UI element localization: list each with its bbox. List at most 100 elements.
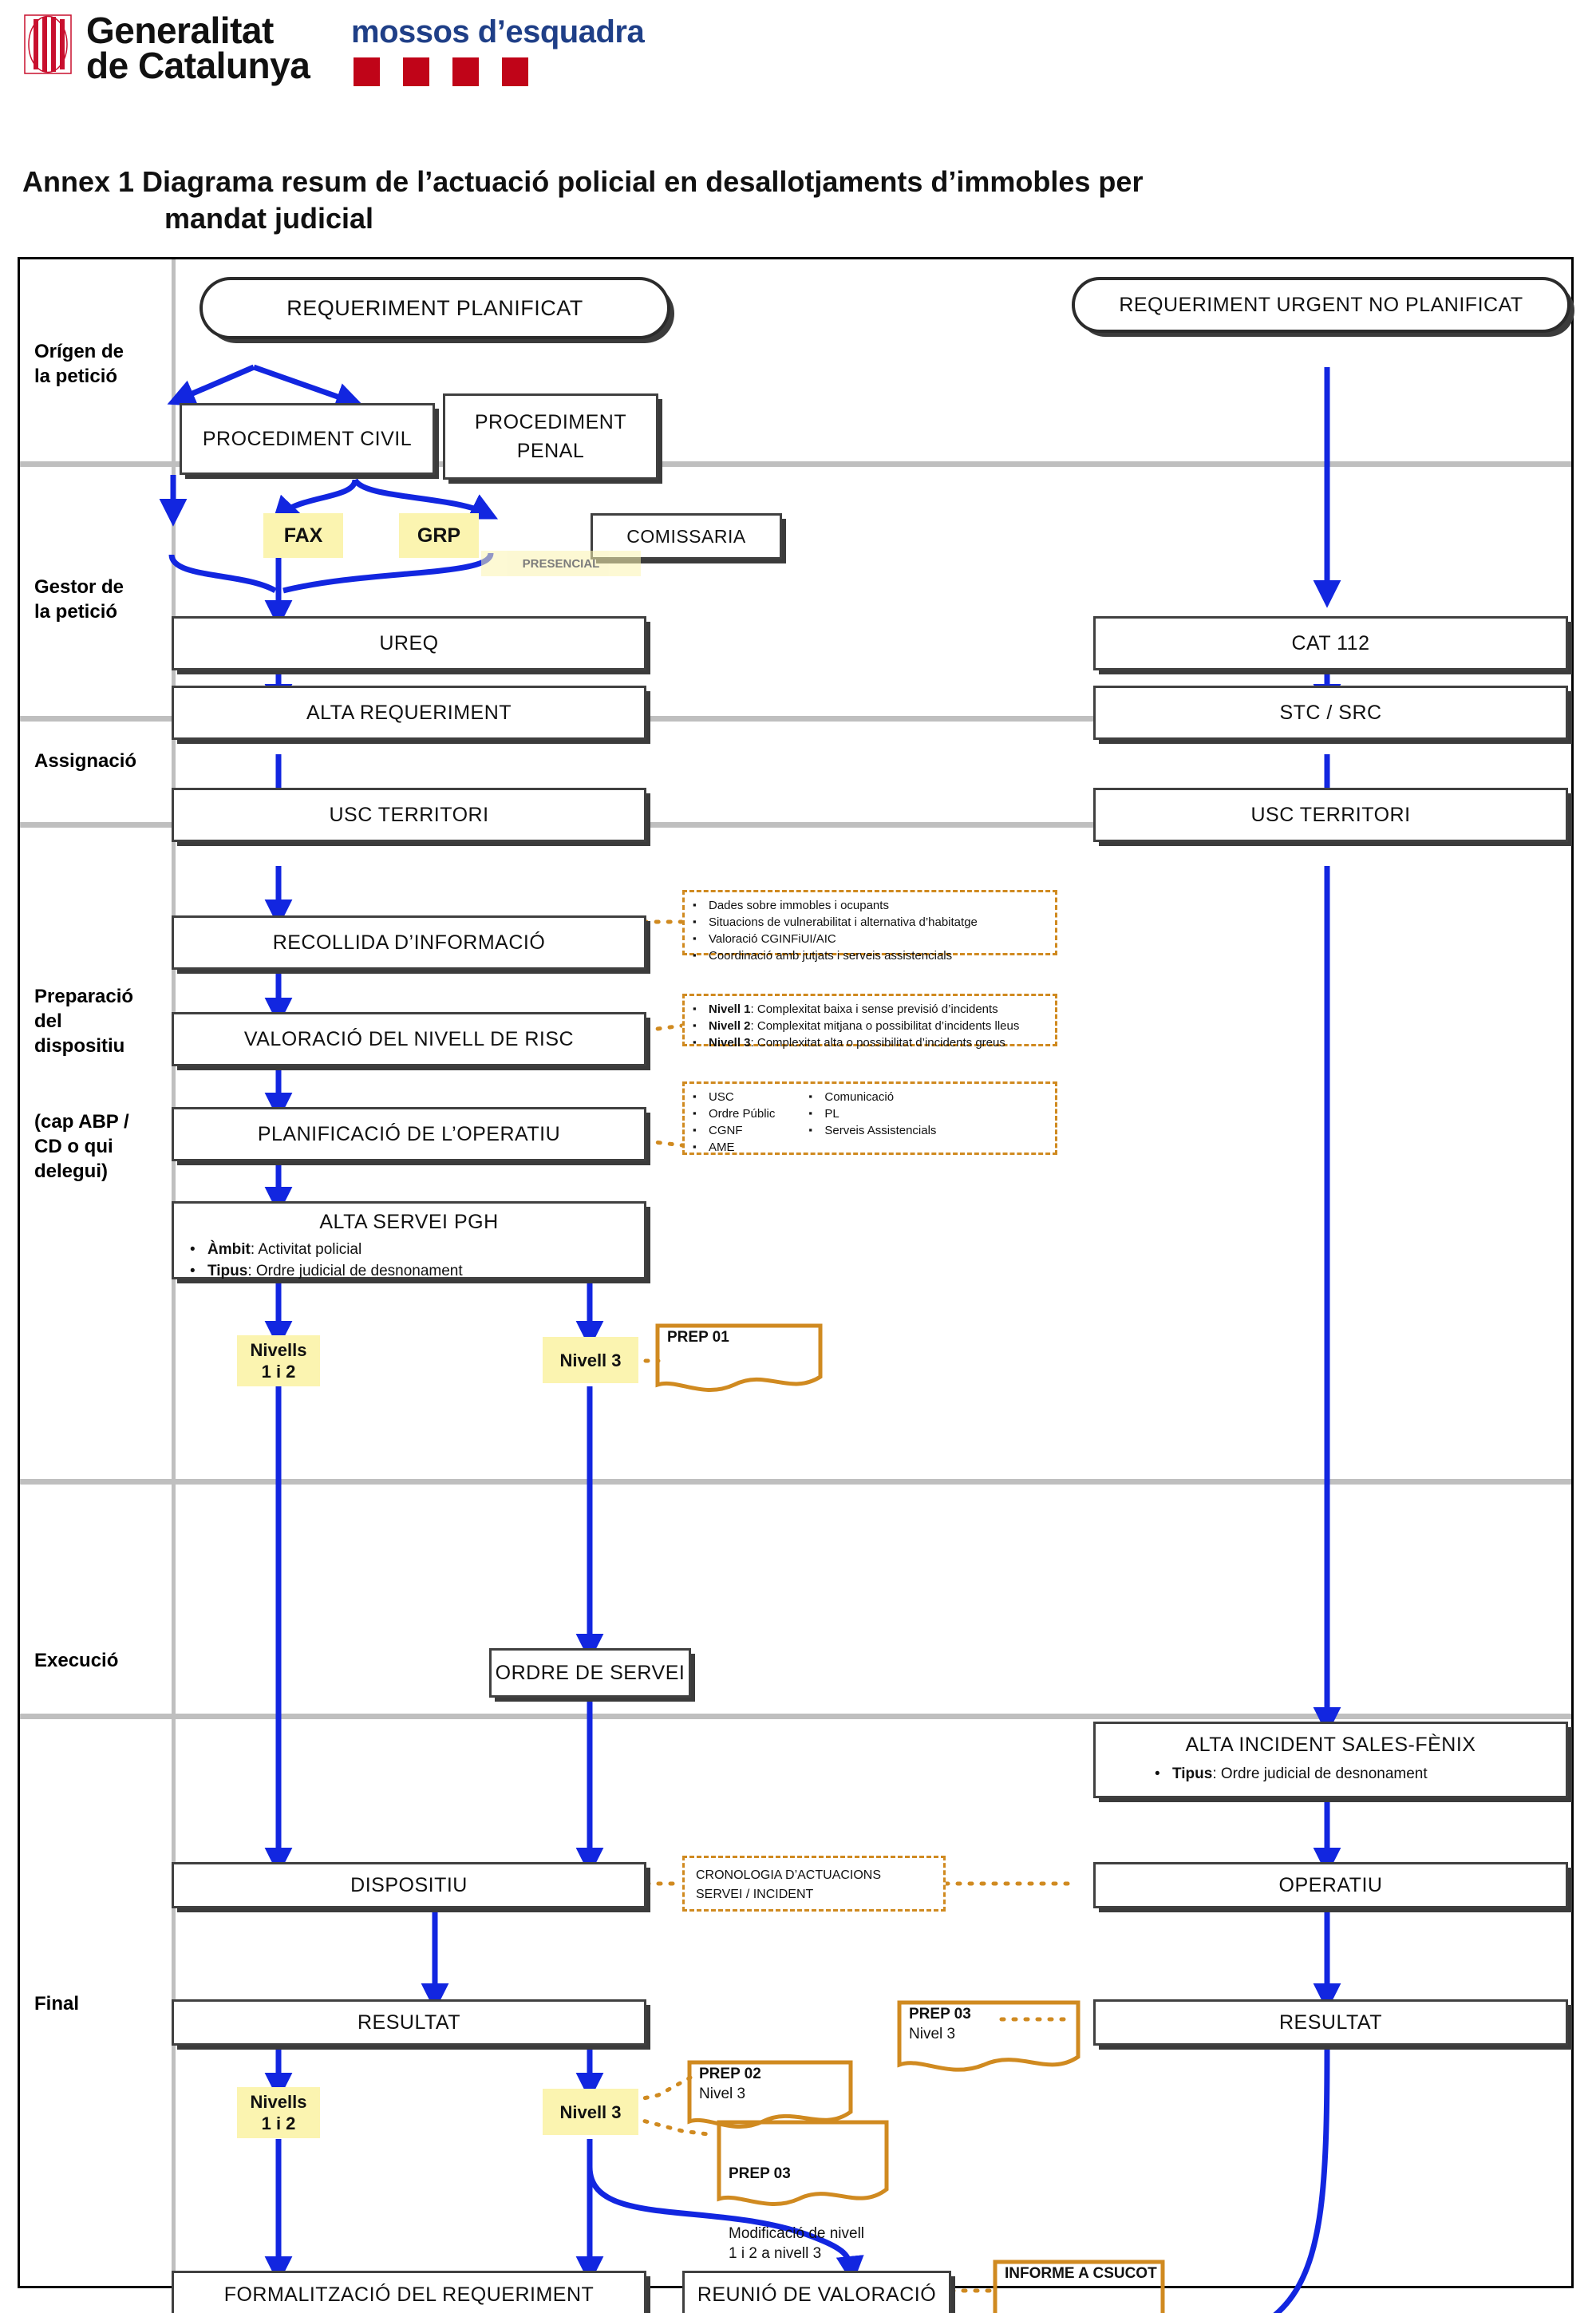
alta-servei-pgh-bullet-tipus: Tipus: Ordre judicial de desnonament bbox=[207, 1260, 644, 1282]
note-planificacio-c1-4: AME bbox=[693, 1138, 775, 1156]
node-nivells-1i2-a-label: Nivells 1 i 2 bbox=[250, 1340, 307, 1382]
node-recollida-informacio[interactable]: RECOLLIDA D’INFORMACIÓ bbox=[172, 915, 646, 970]
node-nivells-1i2-a: Nivells 1 i 2 bbox=[237, 1335, 320, 1386]
node-reunio-valoracio-label: REUNIÓ DE VALORACIÓ bbox=[697, 2283, 937, 2306]
node-formalitzacio-requeriment[interactable]: FORMALITZACIÓ DEL REQUERIMENT bbox=[172, 2271, 646, 2313]
node-comissaria-label: COMISSARIA bbox=[626, 525, 746, 547]
node-nivells-1i2-b-label: Nivells 1 i 2 bbox=[250, 2092, 307, 2133]
node-usc-territori-left-label: USC TERRITORI bbox=[329, 803, 489, 826]
node-ordre-de-servei-label: ORDRE DE SERVEI bbox=[495, 1661, 685, 1684]
note-prep-03-right-text: PREP 03 Nivel 3 bbox=[909, 2006, 971, 2042]
node-cat-112[interactable]: CAT 112 bbox=[1093, 616, 1568, 670]
alta-incident-bullet-tipus: Tipus: Ordre judicial de desnonament bbox=[1172, 1763, 1566, 1785]
note-planificacio-c2-2: PL bbox=[808, 1105, 936, 1122]
lane-label-final: Final bbox=[34, 1993, 80, 2014]
note-cronologia-actuacions: CRONOLOGIA D’ACTUACIONS SERVEI / INCIDEN… bbox=[682, 1856, 946, 1912]
node-resultat-left[interactable]: RESULTAT bbox=[172, 1999, 646, 2046]
lane-label-preparacio: Preparació del dispositiu bbox=[34, 986, 134, 1057]
note-planificacio-c2-1: Comunicació bbox=[808, 1088, 936, 1105]
node-ordre-de-servei[interactable]: ORDRE DE SERVEI bbox=[489, 1648, 691, 1698]
note-prep-02-text: PREP 02 Nivel 3 bbox=[699, 2066, 761, 2102]
node-valoracio-nivell-risc-label: VALORACIÓ DEL NIVELL DE RISC bbox=[243, 1027, 575, 1050]
lane-divider-execucio bbox=[20, 1714, 1571, 1719]
note-informe-csucot-text: INFORME A CSUCOT bbox=[1005, 2265, 1157, 2282]
node-requeriment-planificat[interactable]: REQUERIMENT PLANIFICAT bbox=[200, 277, 670, 339]
node-alta-servei-pgh-label: ALTA SERVEI PGH bbox=[319, 1211, 499, 1233]
node-operatiu-label: OPERATIU bbox=[1278, 1873, 1383, 1896]
node-nivell-3-b: Nivell 3 bbox=[543, 2089, 638, 2135]
generalitat-line1: Generalitat bbox=[86, 10, 274, 51]
note-planificacio-c1-1: USC bbox=[693, 1088, 775, 1105]
node-procediment-civil[interactable]: PROCEDIMENT CIVIL bbox=[180, 403, 435, 475]
page-title-line2: mandat judicial bbox=[164, 202, 374, 235]
node-recollida-informacio-label: RECOLLIDA D’INFORMACIÓ bbox=[272, 931, 546, 954]
node-usc-territori-right-label: USC TERRITORI bbox=[1250, 803, 1411, 826]
page-header: Generalitat de Catalunya mossos d’esquad… bbox=[0, 0, 1596, 140]
node-stc-src-label: STC / SRC bbox=[1279, 701, 1382, 724]
note-cronologia-line-2: SERVEI / INCIDENT bbox=[696, 1888, 814, 1901]
note-risc-item-3: Nivell 3: Complexitat alta o possibilita… bbox=[693, 1034, 1055, 1051]
lane-label-preparacio-sub: (cap ABP / CD o qui delegui) bbox=[34, 1111, 129, 1182]
note-recollida-item-3: Valoració CGINFiUI/AIC bbox=[693, 930, 1055, 947]
node-alta-incident-sales-fenix[interactable]: ALTA INCIDENT SALES-FÈNIX Tipus: Ordre j… bbox=[1093, 1722, 1568, 1798]
node-alta-incident-label: ALTA INCIDENT SALES-FÈNIX bbox=[1185, 1734, 1476, 1756]
mossos-squares bbox=[354, 57, 561, 86]
node-stc-src[interactable]: STC / SRC bbox=[1093, 686, 1568, 740]
node-nivell-3-b-label: Nivell 3 bbox=[559, 2101, 622, 2122]
note-prep-03-left: PREP 03 Modificació de nivell 1 i 2 a ni… bbox=[716, 2119, 891, 2262]
prep03-right-shape bbox=[897, 2000, 1080, 2072]
lane-label-execucio: Execució bbox=[34, 1650, 119, 1671]
node-grp-label: GRP bbox=[417, 524, 461, 547]
node-ureq[interactable]: UREQ bbox=[172, 616, 646, 670]
note-planificacio-col-2: Comunicació PL Serveis Assistencials bbox=[804, 1088, 936, 1156]
prep01-shape bbox=[655, 1323, 823, 1392]
flowchart-frame: Orígen de la petició Gestor de la petici… bbox=[18, 257, 1574, 2313]
node-fax[interactable]: FAX bbox=[263, 513, 343, 558]
node-ureq-label: UREQ bbox=[379, 631, 439, 654]
node-nivells-1i2-b: Nivells 1 i 2 bbox=[237, 2087, 320, 2138]
note-planificacio-c1-2: Ordre Públic bbox=[693, 1105, 775, 1122]
note-recollida-item-1: Dades sobre immobles i ocupants bbox=[693, 896, 1055, 914]
node-planificacio-operatiu[interactable]: PLANIFICACIÓ DE L’OPERATIU bbox=[172, 1107, 646, 1161]
note-prep-01-text: PREP 01 bbox=[667, 1329, 729, 1346]
node-alta-requeriment[interactable]: ALTA REQUERIMENT bbox=[172, 686, 646, 740]
node-nivell-3-a: Nivell 3 bbox=[543, 1337, 638, 1383]
lane-label-assignacio: Assignació bbox=[34, 750, 137, 772]
node-dispositiu[interactable]: DISPOSITIU bbox=[172, 1862, 646, 1908]
note-recollida-item-2: Situacions de vulnerabilitat i alternati… bbox=[693, 913, 1055, 931]
note-nivells-risc: Nivell 1: Complexitat baixa i sense prev… bbox=[682, 994, 1057, 1050]
node-dispositiu-label: DISPOSITIU bbox=[350, 1873, 468, 1896]
lane-label-origen: Orígen de la petició bbox=[34, 341, 124, 387]
lane-divider-assignacio bbox=[20, 822, 1571, 828]
note-recollida-item-4: Coordinació amb jutjats i serveis assist… bbox=[693, 947, 1055, 964]
node-usc-territori-left[interactable]: USC TERRITORI bbox=[172, 788, 646, 842]
flow-edges bbox=[159, 364, 1341, 2313]
note-prep-01: PREP 01 bbox=[654, 1323, 824, 1394]
note-planificacio-recursos: USC Ordre Públic CGNF AME Comunicació PL… bbox=[682, 1081, 1057, 1155]
page-title-line1: Annex 1 Diagrama resum de l’actuació pol… bbox=[22, 165, 1144, 198]
node-alta-requeriment-label: ALTA REQUERIMENT bbox=[306, 701, 512, 724]
node-valoracio-nivell-risc[interactable]: VALORACIÓ DEL NIVELL DE RISC bbox=[172, 1012, 646, 1066]
node-usc-territori-right[interactable]: USC TERRITORI bbox=[1093, 788, 1568, 842]
note-planificacio-c1-3: CGNF bbox=[693, 1121, 775, 1139]
node-alta-servei-pgh[interactable]: ALTA SERVEI PGH Àmbit: Activitat policia… bbox=[172, 1201, 646, 1279]
node-reunio-valoracio[interactable]: REUNIÓ DE VALORACIÓ bbox=[682, 2271, 951, 2313]
note-prep-03-left-text: PREP 03 Modificació de nivell 1 i 2 a ni… bbox=[729, 2165, 865, 2262]
note-planificacio-col-1: USC Ordre Públic CGNF AME bbox=[693, 1088, 775, 1156]
node-grp[interactable]: GRP bbox=[399, 513, 479, 558]
generalitat-wordmark: Generalitat de Catalunya bbox=[86, 10, 310, 86]
alta-servei-pgh-bullet-ambit: Àmbit: Activitat policial bbox=[207, 1239, 644, 1260]
note-informe-csucot: INFORME A CSUCOT bbox=[992, 2259, 1167, 2313]
node-presencial-label: PRESENCIAL bbox=[522, 556, 600, 571]
generalitat-line2: de Catalunya bbox=[86, 45, 310, 86]
node-requeriment-urgent-no-planificat[interactable]: REQUERIMENT URGENT NO PLANIFICAT bbox=[1072, 277, 1570, 333]
node-procediment-penal[interactable]: PROCEDIMENT PENAL bbox=[443, 393, 658, 480]
note-cronologia-line-1: CRONOLOGIA D’ACTUACIONS bbox=[696, 1868, 882, 1882]
lane-divider-origen bbox=[20, 461, 1571, 467]
node-formalitzacio-label: FORMALITZACIÓ DEL REQUERIMENT bbox=[223, 2283, 595, 2306]
node-procediment-penal-label: PROCEDIMENT PENAL bbox=[474, 411, 627, 462]
node-resultat-right[interactable]: RESULTAT bbox=[1093, 1999, 1568, 2046]
node-resultat-left-label: RESULTAT bbox=[357, 2011, 460, 2034]
node-operatiu[interactable]: OPERATIU bbox=[1093, 1862, 1568, 1908]
